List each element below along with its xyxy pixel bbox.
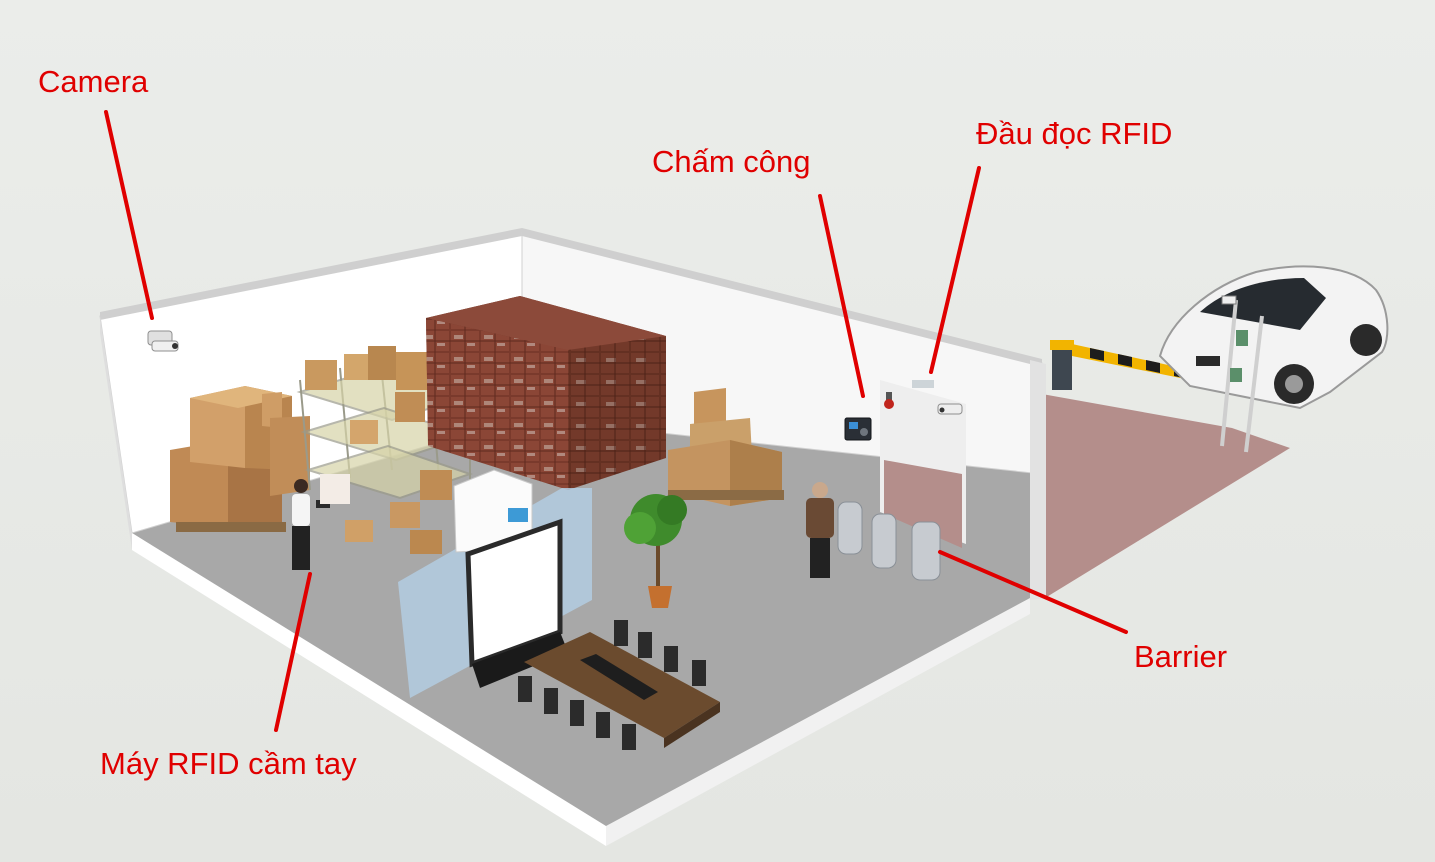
barrier-leader-line	[938, 550, 1128, 634]
box-pallet-left	[170, 386, 310, 532]
projection-screen	[465, 518, 568, 688]
door-floor	[884, 460, 962, 548]
meeting-table	[524, 632, 720, 748]
brick-stack	[426, 296, 666, 490]
rfid-poles	[1220, 299, 1264, 453]
left-wall-top	[100, 228, 522, 320]
box-pallet-right	[668, 388, 784, 506]
car-icon	[1158, 265, 1389, 410]
white-cabinet	[453, 469, 533, 553]
right-wall-end	[1030, 360, 1046, 600]
camera-label: Camera	[38, 64, 149, 99]
floor-edge-front-right	[606, 598, 1030, 846]
shelf-boxes	[305, 346, 452, 554]
timekeeping-label: Chấm công	[652, 144, 811, 179]
left-wall-end	[100, 316, 132, 550]
alarm-light-icon	[884, 392, 894, 409]
handheld-rfid-leader-line	[274, 572, 312, 732]
timekeeping-device-icon	[844, 417, 872, 441]
rfid-reader-leader-line	[929, 166, 981, 374]
barrier-label: Barrier	[1134, 639, 1228, 674]
rfid-antenna-icon	[1221, 295, 1248, 382]
person-icon	[806, 482, 834, 578]
camera-icon	[147, 330, 179, 352]
turnstile-gates	[837, 501, 941, 581]
floor-edge-front-left	[132, 533, 606, 846]
handheld-rfid-label: Máy RFID cầm tay	[100, 746, 357, 781]
door-reader-panel	[912, 380, 934, 388]
timekeeping-leader-line	[818, 194, 865, 398]
door-camera-icon	[937, 403, 963, 415]
outdoor-zone	[1042, 394, 1290, 598]
potted-plant	[624, 494, 687, 608]
camera-leader-line	[104, 110, 154, 320]
rfid-reader-label: Đầu đọc RFID	[976, 116, 1173, 151]
back-wall-top	[522, 228, 1042, 367]
meeting-chairs	[518, 620, 706, 750]
worker-handheld-icon	[292, 474, 350, 570]
